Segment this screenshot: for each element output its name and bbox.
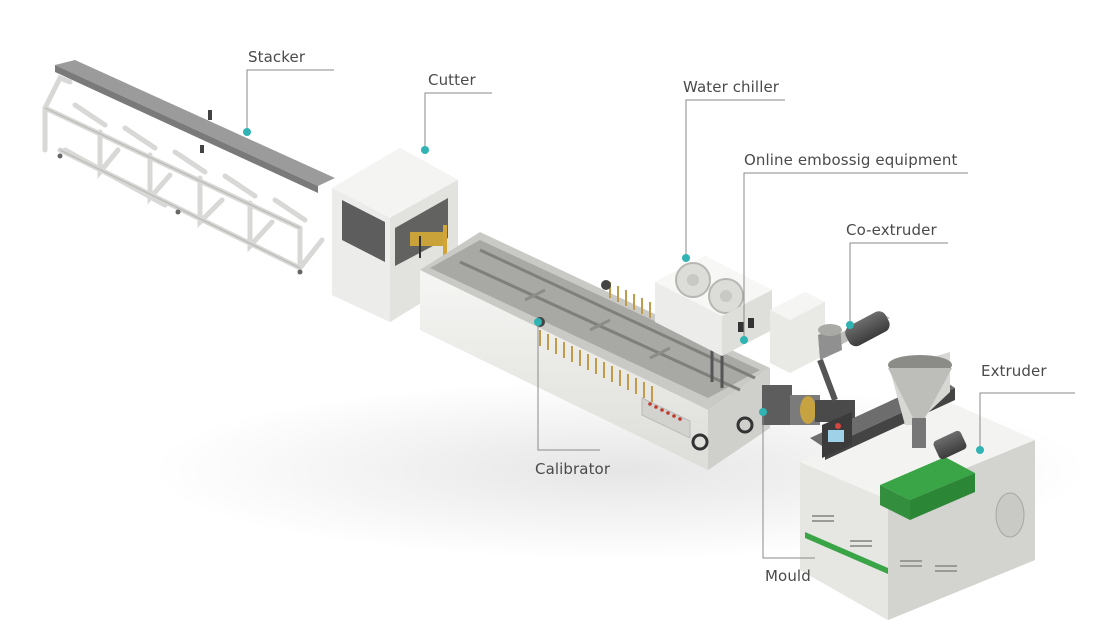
extruder-machine (800, 352, 1035, 620)
label-water-chiller: Water chiller (683, 78, 780, 96)
water-chiller-machine (655, 256, 772, 356)
stacker-machine (42, 60, 335, 276)
co-extruder-machine (817, 311, 890, 402)
mould-and-embossing (762, 292, 855, 425)
label-mould: Mould (765, 567, 811, 585)
label-stacker: Stacker (248, 48, 306, 66)
label-extruder: Extruder (981, 362, 1047, 380)
label-cutter: Cutter (428, 71, 476, 89)
label-calibrator: Calibrator (535, 460, 611, 478)
label-co-extruder: Co-extruder (846, 221, 937, 239)
label-online-embossing: Online embossig equipment (744, 151, 958, 169)
